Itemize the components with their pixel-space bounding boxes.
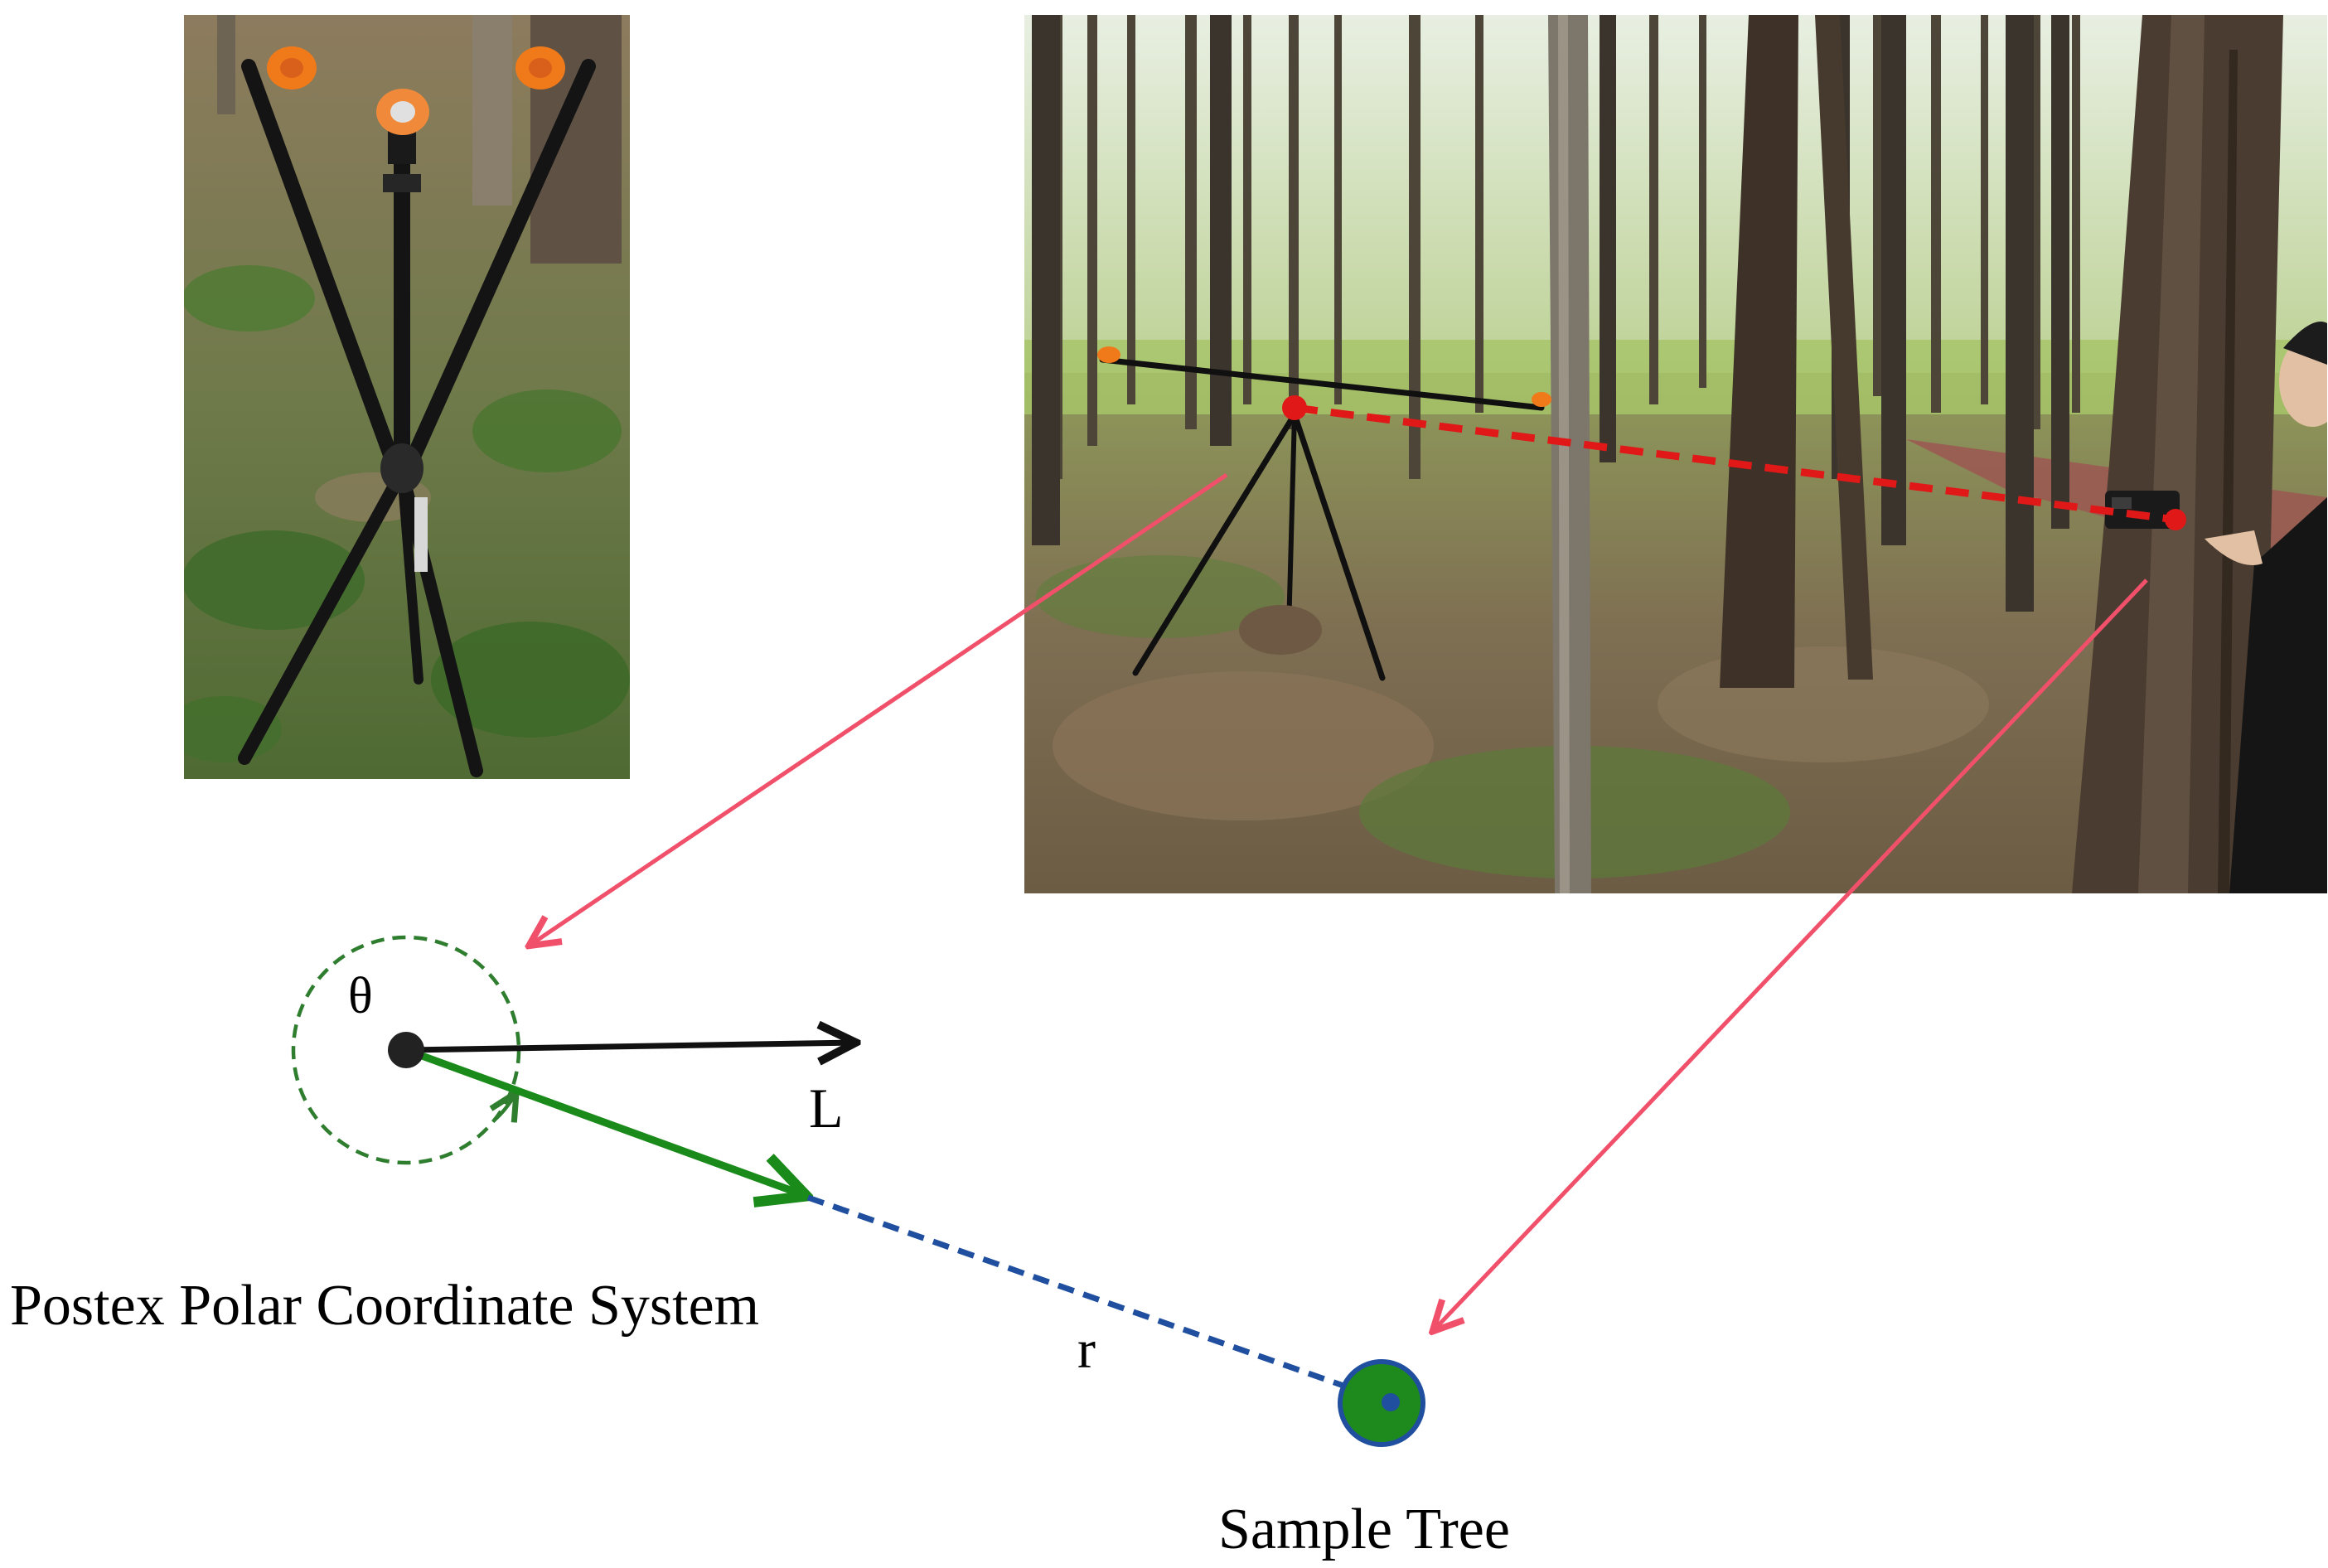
sample-tree-center [1382,1393,1400,1411]
polar-origin-point [388,1032,424,1068]
field-tripod-icon [1099,356,1545,681]
sample-tree-marker [1338,1359,1425,1447]
positioning-sensors [267,46,565,135]
pointer-arrow-tripod [530,472,1228,945]
range-finder-point [2165,509,2186,530]
coordinate-system-label: Postex Polar Coordinate System [10,1274,759,1338]
polar-diagram [291,935,1425,1447]
distance-r-label: r [1077,1319,1096,1380]
photo-field-measurement [1024,15,2327,893]
axis-l-label: L [809,1077,844,1140]
tripod-center-point [1282,395,1307,420]
reference-axis-arrow [405,1043,854,1050]
sample-tree-label: Sample Tree [1218,1498,1510,1561]
theta-label: θ [348,968,373,1024]
photo-tripod-closeup [184,15,630,779]
angle-arc-arrow [494,1094,515,1120]
tripod-icon [238,59,596,777]
direction-arrow [404,1046,804,1195]
laser-distance-line [1294,404,2176,524]
operator-person [2205,322,2327,893]
distance-dashed-line [806,1194,1392,1406]
range-finder-icon [2105,491,2180,529]
pointer-arrow-tree [1434,578,2148,1330]
tree-trunk-icon [2072,15,2283,893]
